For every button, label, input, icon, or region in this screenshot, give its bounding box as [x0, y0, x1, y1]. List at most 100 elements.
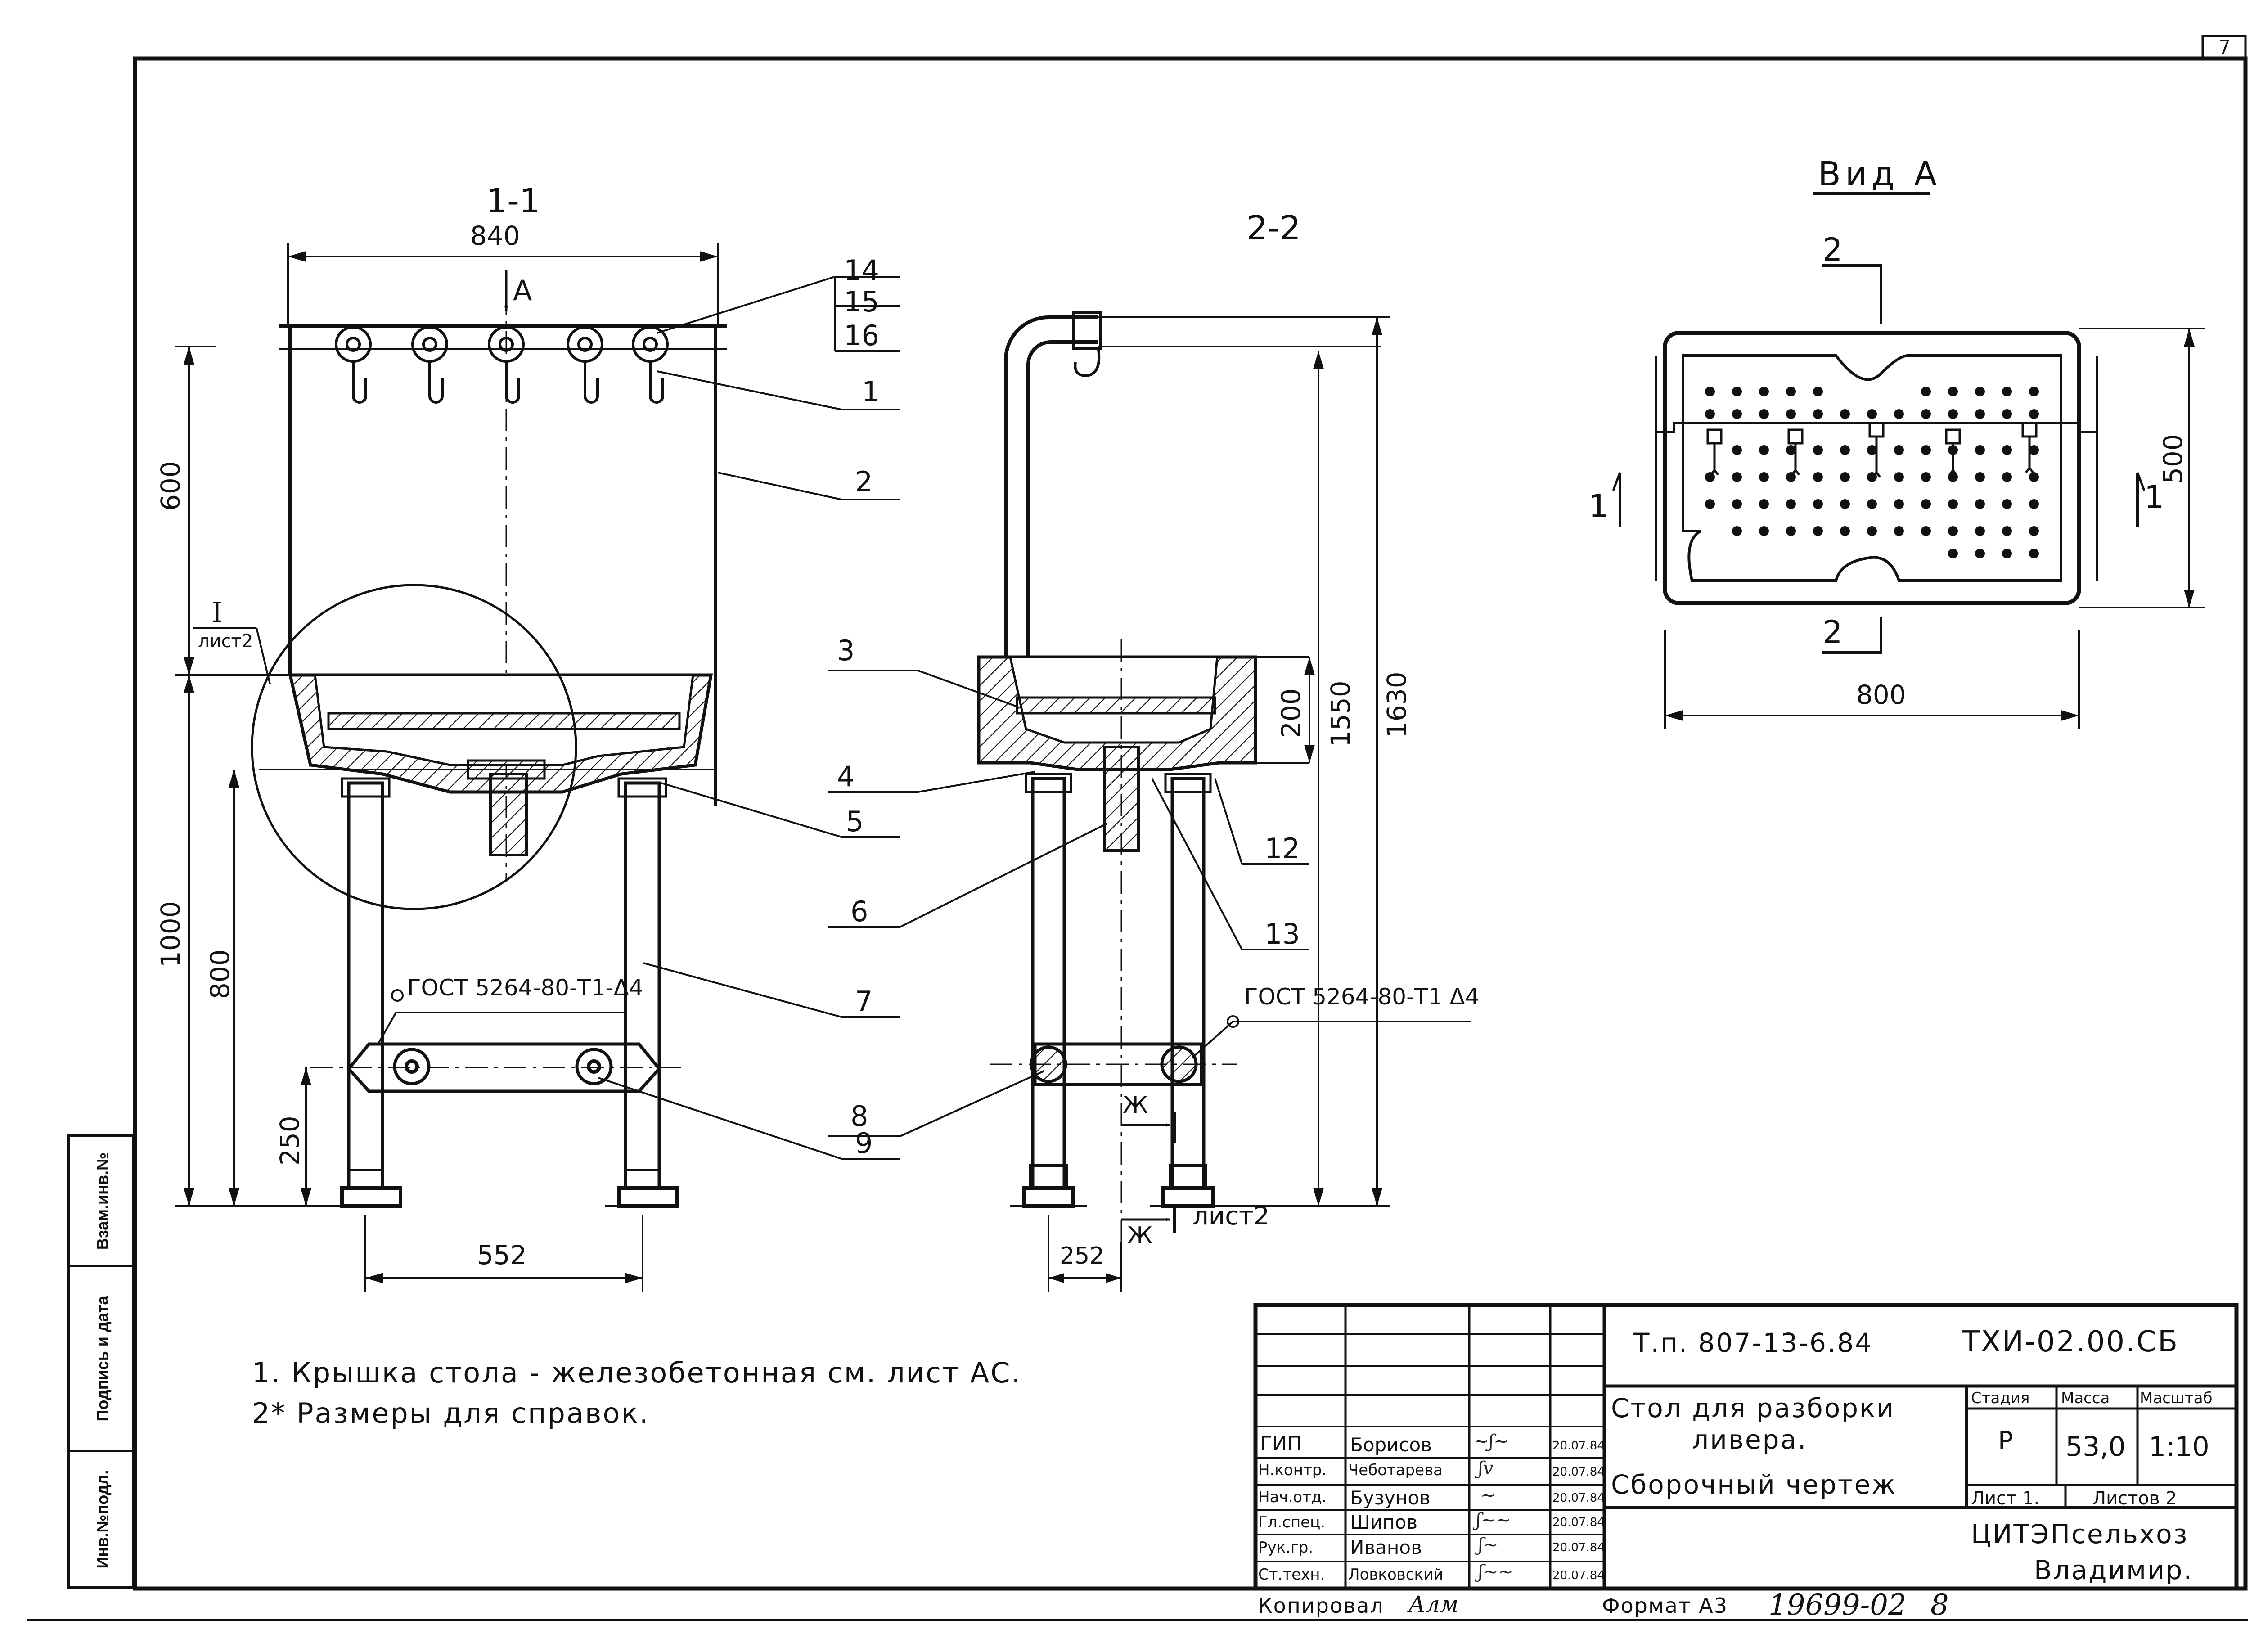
- note-1: 1. Крышка стола - железобетонная см. лис…: [252, 1356, 1022, 1389]
- dim-1000: 1000: [155, 901, 186, 968]
- position-5: 5: [846, 805, 864, 838]
- role-gip: ГИП: [1260, 1432, 1302, 1455]
- dim-800-plan: 800: [1856, 680, 1906, 710]
- copied-label: Копировал: [1258, 1593, 1384, 1618]
- position-3: 3: [837, 634, 855, 667]
- col-scale-header: Масштаб: [2140, 1389, 2213, 1407]
- position-2: 2: [855, 465, 873, 498]
- format-label: Формат А3: [1602, 1593, 1728, 1618]
- role-nach-otd: Нач.отд.: [1258, 1488, 1327, 1506]
- name-nach-otd: Бузунов: [1350, 1487, 1431, 1509]
- title-block-grid: [1253, 1303, 2239, 1591]
- view-a-label: Вид А: [1818, 155, 1942, 194]
- mass-value: 53,0: [2066, 1431, 2126, 1463]
- organization-line-1: ЦИТЭПсельхоз: [1971, 1519, 2189, 1549]
- date-st-tekhn: 20.07.84: [1552, 1569, 1605, 1582]
- signature-mark: ~ʃ~: [1474, 1431, 1509, 1452]
- signature-mark: ~: [1480, 1485, 1496, 1506]
- signature-mark: ʃv: [1478, 1458, 1494, 1479]
- position-4: 4: [837, 760, 855, 793]
- name-st-tekhn: Ловковский: [1348, 1566, 1444, 1584]
- role-st-tekhn: Ст.техн.: [1258, 1566, 1325, 1584]
- position-6: 6: [850, 895, 868, 928]
- perforation-holes: [1705, 387, 2039, 558]
- archive-number: 19699-02: [1768, 1589, 1907, 1622]
- stamp-cell-original: Инв.№подл.: [70, 1452, 132, 1587]
- dim-252: 252: [1060, 1242, 1105, 1269]
- side-stamp: Взам.инв.№ Подпись и дата Инв.№подл.: [68, 1134, 135, 1589]
- note-2: 2* Размеры для справок.: [252, 1397, 650, 1430]
- position-15: 15: [844, 285, 879, 318]
- copied-signature: Алм: [1408, 1591, 1459, 1617]
- section-1-marker-left: 1: [1588, 488, 1609, 525]
- position-1: 1: [862, 375, 880, 408]
- arrow-a-label: А: [513, 274, 532, 307]
- signature-mark: ʃ~: [1478, 1535, 1498, 1555]
- dim-500: 500: [2158, 434, 2188, 484]
- gost-left-label: ГОСТ 5264-80-Т1-Δ4: [407, 975, 644, 1001]
- col-mass-header: Масса: [2061, 1389, 2110, 1407]
- date-ruk-gr: 20.07.84: [1552, 1541, 1605, 1554]
- role-gl-spec: Гл.спец.: [1258, 1513, 1326, 1531]
- sheet-number: 7: [2218, 36, 2231, 58]
- position-13: 13: [1264, 918, 1300, 950]
- stamp-signature-date: Подпись и дата: [93, 1296, 112, 1422]
- sheets-value: Листов 2: [2092, 1488, 2177, 1509]
- sheet-frame: [27, 35, 2248, 1621]
- section-2-2-drawing: [828, 311, 1472, 1292]
- stage-value: Р: [1998, 1427, 2013, 1456]
- view-a-hooks: [1706, 422, 2038, 478]
- position-9: 9: [855, 1127, 873, 1160]
- sheet-value: Лист 1.: [1971, 1488, 2040, 1509]
- view-a-drawing: [1612, 192, 2205, 729]
- section-2-marker-bottom: 2: [1822, 614, 1843, 651]
- position-7: 7: [855, 985, 873, 1018]
- title-line-3: Сборочный чертеж: [1611, 1469, 1897, 1500]
- stamp-cell-replacement: Взам.инв.№: [70, 1137, 132, 1267]
- dim-840: 840: [470, 221, 520, 251]
- dim-600: 600: [155, 461, 186, 511]
- title-line-1: Стол для разборки: [1611, 1393, 1895, 1423]
- date-gip: 20.07.84: [1552, 1439, 1605, 1453]
- name-gl-spec: Шипов: [1350, 1511, 1418, 1533]
- stamp-cell-signature: Подпись и дата: [70, 1267, 132, 1452]
- detail-sheet-label: лист2: [198, 631, 253, 652]
- title-line-2: ливера.: [1692, 1424, 1808, 1455]
- name-n-kontr: Чеботарева: [1348, 1461, 1443, 1479]
- document-code: ТХИ-02.00.СБ: [1962, 1325, 2179, 1359]
- col-stage-header: Стадия: [1971, 1389, 2030, 1407]
- name-ruk-gr: Иванов: [1350, 1536, 1422, 1558]
- dim-1550: 1550: [1325, 680, 1356, 747]
- section-zh-sheet: лист2: [1192, 1202, 1270, 1231]
- section-1-1-label: 1-1: [486, 182, 540, 221]
- date-nach-otd: 20.07.84: [1552, 1491, 1605, 1505]
- stamp-original-inv: Инв.№подл.: [93, 1470, 112, 1569]
- section-2-2-label: 2-2: [1246, 209, 1301, 248]
- scale-value: 1:10: [2149, 1431, 2210, 1463]
- dim-800-vertical: 800: [205, 949, 235, 999]
- dim-200: 200: [1276, 688, 1306, 738]
- section-zh-top: Ж: [1123, 1092, 1148, 1119]
- project-code: Т.п. 807-13-6.84: [1634, 1328, 1873, 1358]
- date-gl-spec: 20.07.84: [1552, 1516, 1605, 1529]
- dim-1630: 1630: [1382, 671, 1412, 738]
- dim-552: 552: [477, 1240, 527, 1270]
- role-n-kontr: Н.контр.: [1258, 1461, 1327, 1479]
- dim-250: 250: [274, 1116, 305, 1166]
- archive-suffix: 8: [1930, 1589, 1949, 1622]
- section-1-marker-right: 1: [2144, 479, 2164, 516]
- organization-line-2: Владимир.: [2034, 1555, 2193, 1585]
- section-2-marker-top: 2: [1822, 231, 1843, 268]
- signature-mark: ʃ~~: [1478, 1562, 1513, 1582]
- name-gip: Борисов: [1350, 1434, 1432, 1456]
- date-n-kontr: 20.07.84: [1552, 1465, 1605, 1479]
- detail-i-label: I: [212, 596, 223, 629]
- position-8: 8: [850, 1100, 868, 1133]
- stamp-replacement-inv: Взам.инв.№: [93, 1152, 112, 1250]
- role-ruk-gr: Рук.гр.: [1258, 1539, 1314, 1557]
- gost-right-label: ГОСТ 5264-80-Т1 Δ4: [1244, 984, 1480, 1010]
- signature-mark: ʃ~~: [1476, 1510, 1511, 1530]
- section-zh-bottom: Ж: [1127, 1222, 1153, 1249]
- position-16: 16: [844, 319, 879, 352]
